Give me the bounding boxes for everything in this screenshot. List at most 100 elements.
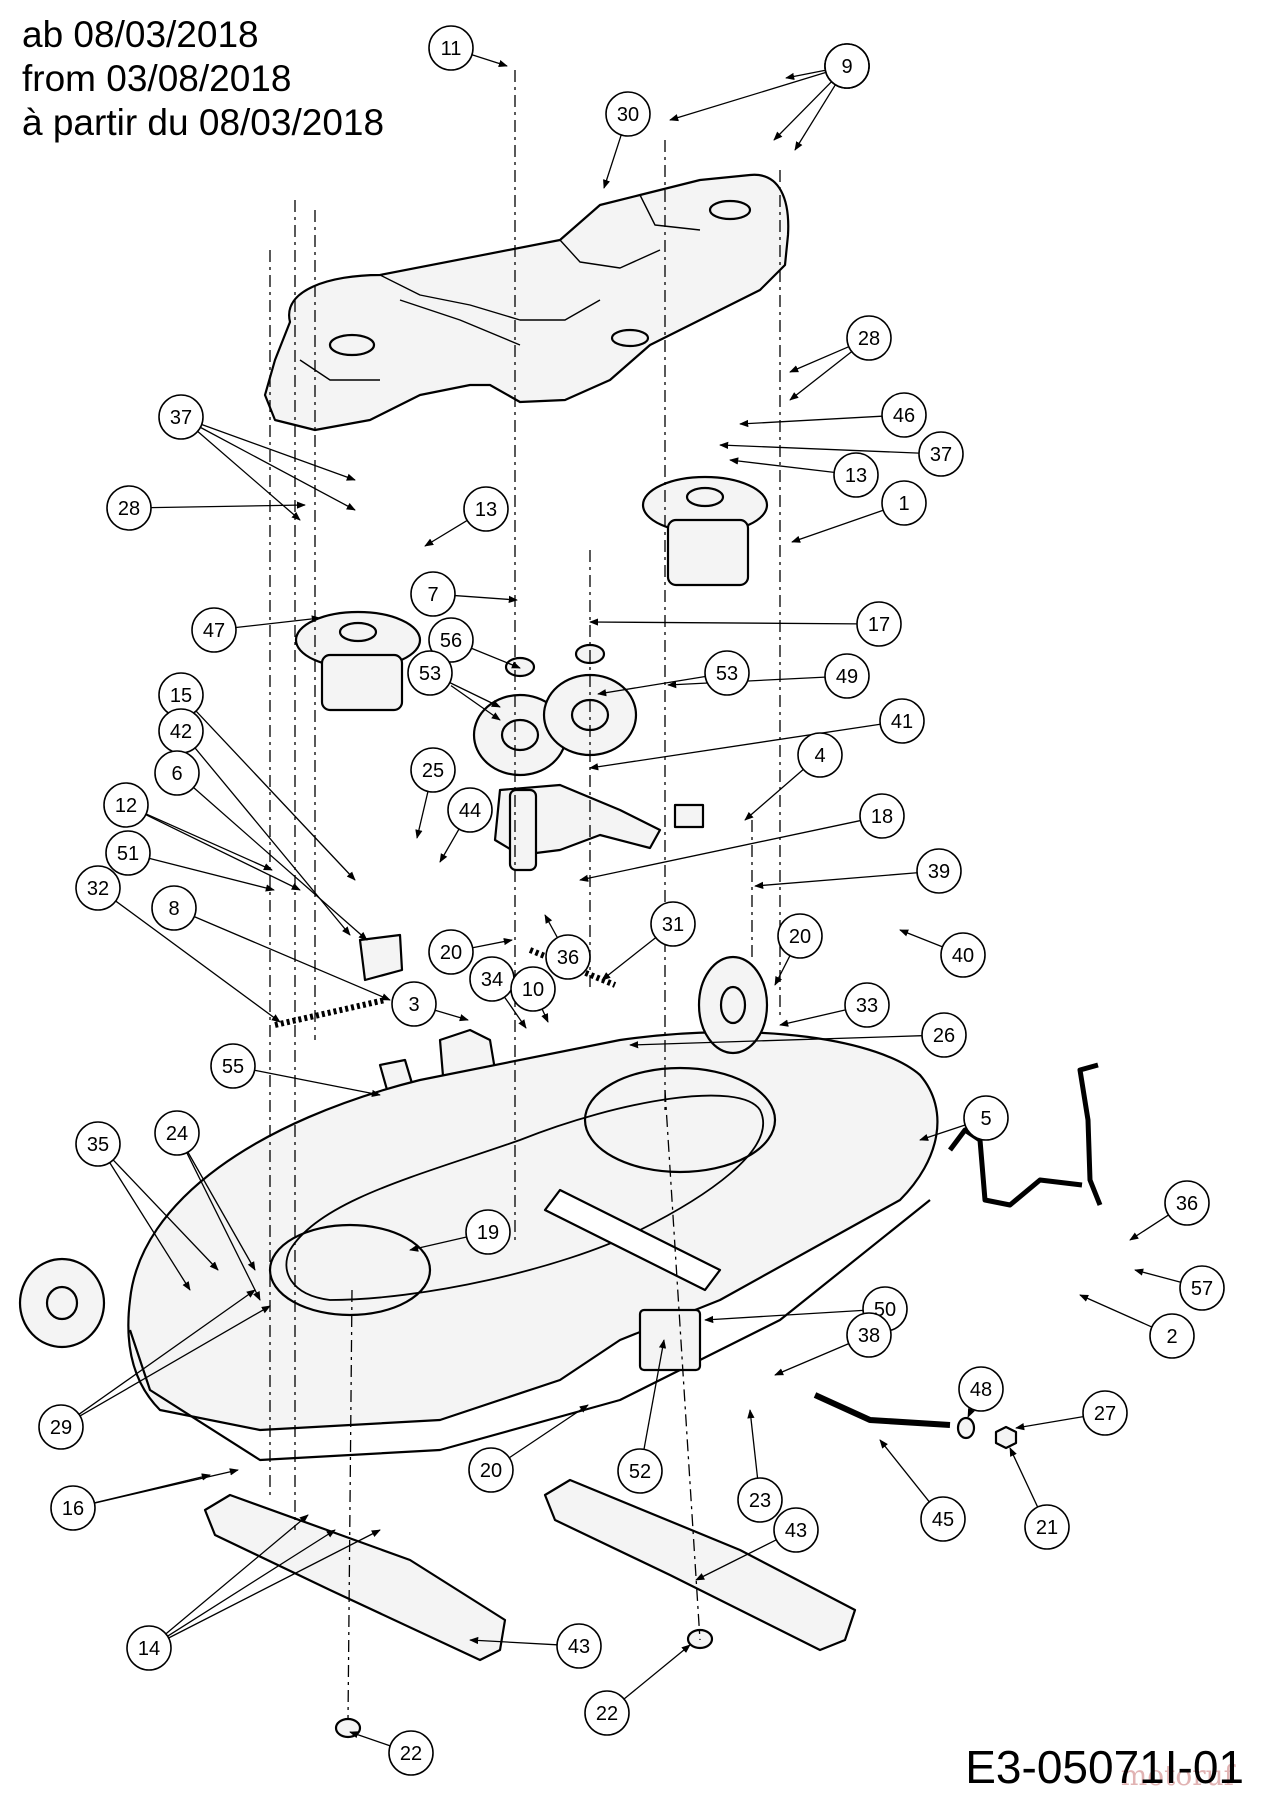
adjust-nut bbox=[994, 1425, 1018, 1450]
callout-number: 15 bbox=[170, 685, 192, 707]
leader-line bbox=[629, 1035, 923, 1049]
callout-21: 21 bbox=[1024, 1504, 1070, 1550]
callout-33: 33 bbox=[844, 982, 890, 1028]
callout-35: 35 bbox=[75, 1121, 121, 1167]
callout-37: 37 bbox=[158, 394, 204, 440]
callout-5: 5 bbox=[963, 1095, 1009, 1141]
callout-4: 4 bbox=[797, 732, 843, 778]
callout-number: 28 bbox=[118, 498, 140, 520]
leader-line bbox=[508, 1404, 589, 1459]
callout-38: 38 bbox=[846, 1312, 892, 1358]
callout-49: 49 bbox=[824, 653, 870, 699]
callout-16: 16 bbox=[50, 1485, 96, 1531]
adjust-washer bbox=[956, 1416, 976, 1440]
leader-line bbox=[1009, 1447, 1039, 1508]
leader-line bbox=[469, 1636, 558, 1646]
leader-line bbox=[471, 54, 508, 67]
callout-14: 14 bbox=[126, 1625, 172, 1671]
callout-number: 20 bbox=[440, 942, 462, 964]
callout-number: 11 bbox=[441, 38, 462, 60]
callout-number: 44 bbox=[459, 800, 481, 822]
callout-34: 34 bbox=[469, 956, 515, 1002]
callout-51: 51 bbox=[105, 830, 151, 876]
callout-number: 10 bbox=[522, 979, 544, 1001]
callout-9: 9 bbox=[824, 43, 870, 89]
callout-number: 45 bbox=[932, 1509, 954, 1531]
leader-line bbox=[201, 423, 356, 481]
callout-number: 29 bbox=[50, 1417, 72, 1439]
leader-line bbox=[194, 747, 351, 936]
date-header-en: from 03/08/2018 bbox=[22, 58, 292, 99]
leader-line bbox=[450, 685, 501, 721]
leader-line bbox=[449, 682, 501, 708]
leader-line bbox=[424, 519, 468, 547]
date-header-de: ab 08/03/2018 bbox=[22, 14, 259, 55]
leader-line bbox=[899, 929, 943, 948]
leader-line bbox=[603, 134, 622, 189]
leader-line bbox=[779, 1009, 846, 1027]
callout-number: 8 bbox=[168, 898, 179, 920]
leader-line bbox=[879, 1439, 930, 1503]
callout-48: 48 bbox=[958, 1366, 1004, 1412]
leader-line bbox=[601, 937, 657, 981]
callout-46: 46 bbox=[881, 392, 927, 438]
callout-13: 13 bbox=[833, 452, 879, 498]
leader-line bbox=[439, 828, 460, 863]
callout-number: 4 bbox=[814, 745, 825, 767]
cover-boss-mid bbox=[610, 328, 650, 348]
callout-10: 10 bbox=[510, 966, 556, 1012]
callout-number: 13 bbox=[845, 465, 867, 487]
leader-line bbox=[643, 1339, 667, 1450]
spindle-body-left bbox=[320, 653, 404, 712]
leader-line bbox=[193, 916, 391, 1001]
leader-line bbox=[79, 1305, 271, 1417]
leader-line bbox=[541, 1008, 549, 1023]
leader-line bbox=[789, 351, 853, 401]
callout-22: 22 bbox=[388, 1730, 434, 1776]
deck-hanger bbox=[638, 1308, 702, 1372]
callout-number: 7 bbox=[427, 584, 438, 606]
callout-number: 22 bbox=[400, 1743, 422, 1765]
spindle-body-right bbox=[666, 518, 750, 587]
callout-30: 30 bbox=[605, 91, 651, 137]
callout-number: 21 bbox=[1036, 1517, 1058, 1539]
callout-number: 43 bbox=[568, 1636, 590, 1658]
callout-47: 47 bbox=[191, 607, 237, 653]
belt-guide-left bbox=[358, 933, 404, 982]
leader-line bbox=[200, 426, 356, 511]
callout-number: 47 bbox=[203, 620, 225, 642]
callout-number: 22 bbox=[596, 1703, 618, 1725]
callout-number: 51 bbox=[117, 843, 139, 865]
callout-29: 29 bbox=[38, 1404, 84, 1450]
callout-number: 16 bbox=[62, 1498, 84, 1520]
leader-line bbox=[544, 914, 559, 939]
leader-line bbox=[1079, 1294, 1153, 1328]
callout-number: 32 bbox=[87, 878, 109, 900]
leader-line bbox=[149, 857, 275, 892]
callout-23: 23 bbox=[737, 1477, 783, 1523]
leader-line bbox=[719, 441, 920, 454]
belt-cover bbox=[263, 173, 790, 432]
leader-line bbox=[589, 723, 881, 771]
deck-skirt bbox=[128, 1199, 931, 1462]
callout-number: 52 bbox=[629, 1461, 651, 1483]
callout-number: 56 bbox=[440, 630, 462, 652]
callout-20: 20 bbox=[468, 1447, 514, 1493]
callout-number: 3 bbox=[408, 994, 419, 1016]
callout-19: 19 bbox=[465, 1209, 511, 1255]
leader-line bbox=[150, 501, 306, 509]
callout-number: 1 bbox=[898, 493, 909, 515]
leader-line bbox=[785, 69, 826, 80]
blade-right bbox=[543, 1478, 857, 1652]
callout-27: 27 bbox=[1082, 1390, 1128, 1436]
leader-line bbox=[187, 1151, 256, 1271]
callout-26: 26 bbox=[921, 1012, 967, 1058]
callout-17: 17 bbox=[856, 601, 902, 647]
leader-line bbox=[94, 1473, 211, 1504]
leader-line bbox=[1129, 1214, 1169, 1241]
callout-31: 31 bbox=[650, 901, 696, 947]
callout-53: 53 bbox=[407, 650, 453, 696]
callout-number: 34 bbox=[481, 969, 503, 991]
leader-line bbox=[434, 1009, 469, 1022]
callout-8: 8 bbox=[151, 885, 197, 931]
